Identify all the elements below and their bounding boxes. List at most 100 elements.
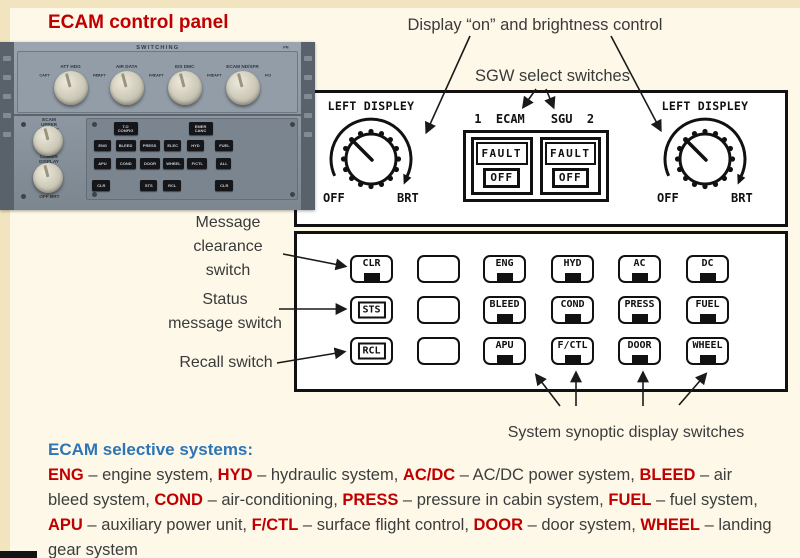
ecam-button-dc[interactable]: DC xyxy=(686,255,729,283)
legend-abbr: PRESS xyxy=(342,491,399,509)
ecam-button-rcl[interactable]: RCL xyxy=(350,337,393,365)
ecam-button-blank[interactable] xyxy=(417,296,460,324)
ecam-button-f-ctl[interactable]: F/CTL xyxy=(551,337,594,365)
right-display-knob[interactable]: LEFT DISPLEY OFF BRT xyxy=(655,99,755,207)
ecam-sgu-1-switch[interactable]: FAULT OFF xyxy=(471,137,533,195)
photo-button-elec: ELEC xyxy=(164,140,181,151)
photo-button-label: ALL xyxy=(219,161,228,166)
ecam-button-door[interactable]: DOOR xyxy=(618,337,661,365)
photo-knob-label-text: ECAM ND/XFR xyxy=(226,62,260,69)
legend-desc: – engine system, xyxy=(83,466,218,484)
button-indicator-tab xyxy=(496,273,513,281)
sgu-header-left: 1 ECAM xyxy=(474,112,525,126)
button-label: AC xyxy=(633,258,646,269)
ecam-sgu-2-switch[interactable]: FAULT OFF xyxy=(539,137,601,195)
button-label: DC xyxy=(701,258,714,269)
button-indicator-tab xyxy=(564,355,581,363)
photo-capt-text: CAPT xyxy=(211,73,223,78)
button-indicator-tab xyxy=(699,314,716,322)
photo-fo-text: F/O xyxy=(148,73,156,78)
knob-off-label: OFF xyxy=(323,191,345,205)
left-display-knob[interactable]: LEFT DISPLEY OFF BRT xyxy=(321,99,421,207)
ecam-button-wheel[interactable]: WHEEL xyxy=(686,337,729,365)
legend-desc: – air-conditioning, xyxy=(202,491,343,509)
button-indicator-tab xyxy=(631,273,648,281)
ecam-button-eng[interactable]: ENG xyxy=(483,255,526,283)
photo-button-apu: APU xyxy=(94,158,111,169)
button-label: PRESS xyxy=(624,299,655,310)
legend-desc: – auxiliary power unit, xyxy=(82,516,252,534)
ecam-button-press[interactable]: PRESS xyxy=(618,296,661,324)
photo-button-label: FUEL xyxy=(218,143,230,148)
photo-knob-label: EIS DMC xyxy=(153,62,217,70)
photo-button-f-ctl: F/CTL xyxy=(187,158,207,169)
photo-fo-label: F/O xyxy=(258,72,278,79)
legend-desc: – fuel system, xyxy=(651,491,758,509)
ecam-button-apu[interactable]: APU xyxy=(483,337,526,365)
legend-desc: – pressure in cabin system, xyxy=(398,491,609,509)
photo-button-label: PRESS xyxy=(143,143,157,148)
button-indicator-tab xyxy=(631,314,648,322)
ecam-button-sts[interactable]: STS xyxy=(350,296,393,324)
off-button[interactable]: OFF xyxy=(551,168,589,188)
ecam-button-ac[interactable]: AC xyxy=(618,255,661,283)
photo-button-fuel: FUEL xyxy=(215,140,233,151)
off-button[interactable]: OFF xyxy=(483,168,521,188)
photo-button-label: CLR xyxy=(96,183,106,188)
legend-abbr: APU xyxy=(48,516,83,534)
ecam-panel-photo: SWITCHING PN ECAM UPPER DISPLAY LOWER DI… xyxy=(0,42,315,210)
photo-knob-label: ECAM ND/XFR xyxy=(211,62,275,70)
legend-desc: – hydraulic system, xyxy=(252,466,403,484)
button-indicator-tab xyxy=(564,314,581,322)
knob-dial-icon xyxy=(663,117,747,190)
ecam-button-bleed[interactable]: BLEED xyxy=(483,296,526,324)
photo-corner-label: PN xyxy=(283,44,289,50)
legend-abbr: BLEED xyxy=(639,466,696,484)
photo-capt-text: CAPT xyxy=(39,73,51,78)
button-label: DOOR xyxy=(627,340,652,351)
ecam-button-clr[interactable]: CLR xyxy=(350,255,393,283)
button-label: ENG xyxy=(495,258,514,269)
photo-knob-label-text: AIR DATA xyxy=(116,62,138,69)
photo-button-label: HYD xyxy=(191,143,200,148)
button-label: HYD xyxy=(563,258,582,269)
page-title: ECAM control panel xyxy=(48,12,229,33)
ecam-button-fuel[interactable]: FUEL xyxy=(686,296,729,324)
button-indicator-tab xyxy=(699,273,716,281)
photo-button-clr: CLR xyxy=(92,180,110,191)
legend-abbr: F/CTL xyxy=(251,516,299,534)
photo-fo-text: F/O xyxy=(92,73,100,78)
button-indicator-tab xyxy=(564,273,581,281)
photo-upper-display-knob xyxy=(33,126,63,156)
photo-button-label: EMER CANC xyxy=(195,124,207,133)
photo-button-wheel: WHEEL xyxy=(163,158,184,169)
photo-button-label: T.O CONFIG xyxy=(118,124,134,133)
ecam-button-blank[interactable] xyxy=(417,255,460,283)
photo-button-label: CLR xyxy=(219,183,229,188)
legend-desc: – AC/DC power system, xyxy=(455,466,640,484)
recall-label: Recall switch xyxy=(179,354,273,371)
ecam-button-cond[interactable]: COND xyxy=(551,296,594,324)
legend-desc: – air bleed system, xyxy=(48,466,733,509)
photo-button-bleed: BLEED xyxy=(116,140,136,151)
ecam-button-hyd[interactable]: HYD xyxy=(551,255,594,283)
ecam-button-blank[interactable] xyxy=(417,337,460,365)
button-label: FUEL xyxy=(695,299,720,310)
photo-button-clr: CLR xyxy=(215,180,233,191)
photo-capt-label: CAPT xyxy=(205,72,229,79)
sgu-header: 1 ECAM SGU 2 xyxy=(463,112,609,126)
photo-switching-title: SWITCHING xyxy=(135,44,180,51)
button-label: COND xyxy=(560,299,585,310)
button-label: RCL xyxy=(357,342,386,360)
photo-divider xyxy=(14,114,301,116)
photo-knob-label: AIR DATA xyxy=(95,62,159,70)
photo-button-label: APU xyxy=(98,161,107,166)
photo-fo-text: F/O xyxy=(206,73,214,78)
legend-desc: – landing gear system xyxy=(48,516,772,558)
photo-button-sts: STS xyxy=(140,180,157,191)
legend-abbr: FUEL xyxy=(608,491,652,509)
knob-off-label: OFF xyxy=(657,191,679,205)
photo-rotary-knob xyxy=(110,71,144,105)
photo-left-rail xyxy=(0,42,14,210)
legend-abbr: ENG xyxy=(48,466,84,484)
